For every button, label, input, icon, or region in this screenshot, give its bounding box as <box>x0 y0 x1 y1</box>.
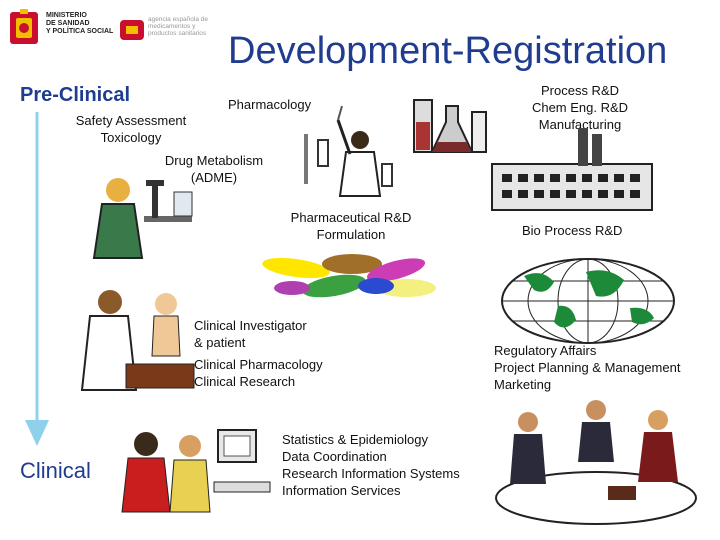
clinical-label: Clinical <box>20 458 91 483</box>
investigator-line: Clinical Investigator <box>194 318 307 333</box>
lab-glassware-illustration <box>413 99 487 153</box>
doctor-patient-illustration <box>80 290 195 391</box>
investigator-label: Clinical Investigator & patient <box>194 317 307 351</box>
process-line: Chem Eng. R&D <box>531 100 629 115</box>
safety-label: Safety Assessment Toxicology <box>56 112 206 146</box>
microscope-scientist-illustration <box>92 178 193 259</box>
office-computer-illustration <box>121 429 271 513</box>
clinical-pharmacology-line: Clinical Research <box>194 374 296 389</box>
formulation-label: Pharmaceutical R&D Formulation <box>276 209 426 243</box>
adme-line: Drug Metabolism <box>164 153 264 168</box>
clinical-pharmacology-label: Clinical Pharmacology Clinical Research <box>194 356 323 390</box>
ministry-logo: MINISTERIO DE SANIDAD Y POLÍTICA SOCIAL <box>6 6 116 50</box>
statistics-line: Statistics & Epidemiology <box>282 432 428 447</box>
spain-coat-of-arms-icon <box>10 9 38 44</box>
ministry-logo-line: Y POLÍTICA SOCIAL <box>46 28 114 35</box>
page-title: Development-Registration <box>228 30 668 72</box>
clinical-pharmacology-line: Clinical Pharmacology <box>194 357 323 372</box>
agency-logo-line: productos sanitarios <box>148 30 207 37</box>
agency-emblem-icon <box>120 20 144 40</box>
regulatory-line: Marketing <box>494 377 552 392</box>
adme-label: Drug Metabolism (ADME) <box>152 152 276 186</box>
regulatory-line: Regulatory Affairs <box>494 343 597 358</box>
statistics-label: Statistics & Epidemiology Data Coordinat… <box>282 431 460 499</box>
agency-logo: agencia española de medicamentos y produ… <box>118 14 218 50</box>
process-line: Process R&D <box>540 83 620 98</box>
statistics-line: Information Services <box>282 483 401 498</box>
business-meeting-illustration <box>495 400 697 525</box>
timeline-arrow <box>25 112 49 446</box>
factory-illustration <box>491 128 653 211</box>
agency-logo-line: agencia española de <box>148 16 208 23</box>
safety-line: Safety Assessment <box>75 113 187 128</box>
process-line: Manufacturing <box>538 117 622 132</box>
process-label: Process R&D Chem Eng. R&D Manufacturing <box>500 82 660 133</box>
regulatory-line: Project Planning & Management <box>494 360 681 375</box>
regulatory-label: Regulatory Affairs Project Planning & Ma… <box>494 342 680 393</box>
pharmacology-label: Pharmacology <box>228 97 312 112</box>
investigator-line: & patient <box>194 335 246 350</box>
formulation-line: Pharmaceutical R&D <box>290 210 412 225</box>
adme-line: (ADME) <box>190 170 238 185</box>
safety-line: Toxicology <box>100 130 162 145</box>
pills-illustration <box>262 254 436 298</box>
bioprocess-label: Bio Process R&D <box>522 223 623 238</box>
globe-illustration <box>501 258 675 344</box>
ministry-logo-line: MINISTERIO <box>46 12 87 19</box>
statistics-line: Data Coordination <box>282 449 387 464</box>
ministry-logo-line: DE SANIDAD <box>46 20 90 27</box>
agency-logo-line: medicamentos y <box>148 23 196 30</box>
preclinical-label: Pre-Clinical <box>20 84 131 106</box>
formulation-line: Formulation <box>316 227 386 242</box>
scientist-illustration <box>304 105 393 197</box>
statistics-line: Research Information Systems <box>282 466 460 481</box>
